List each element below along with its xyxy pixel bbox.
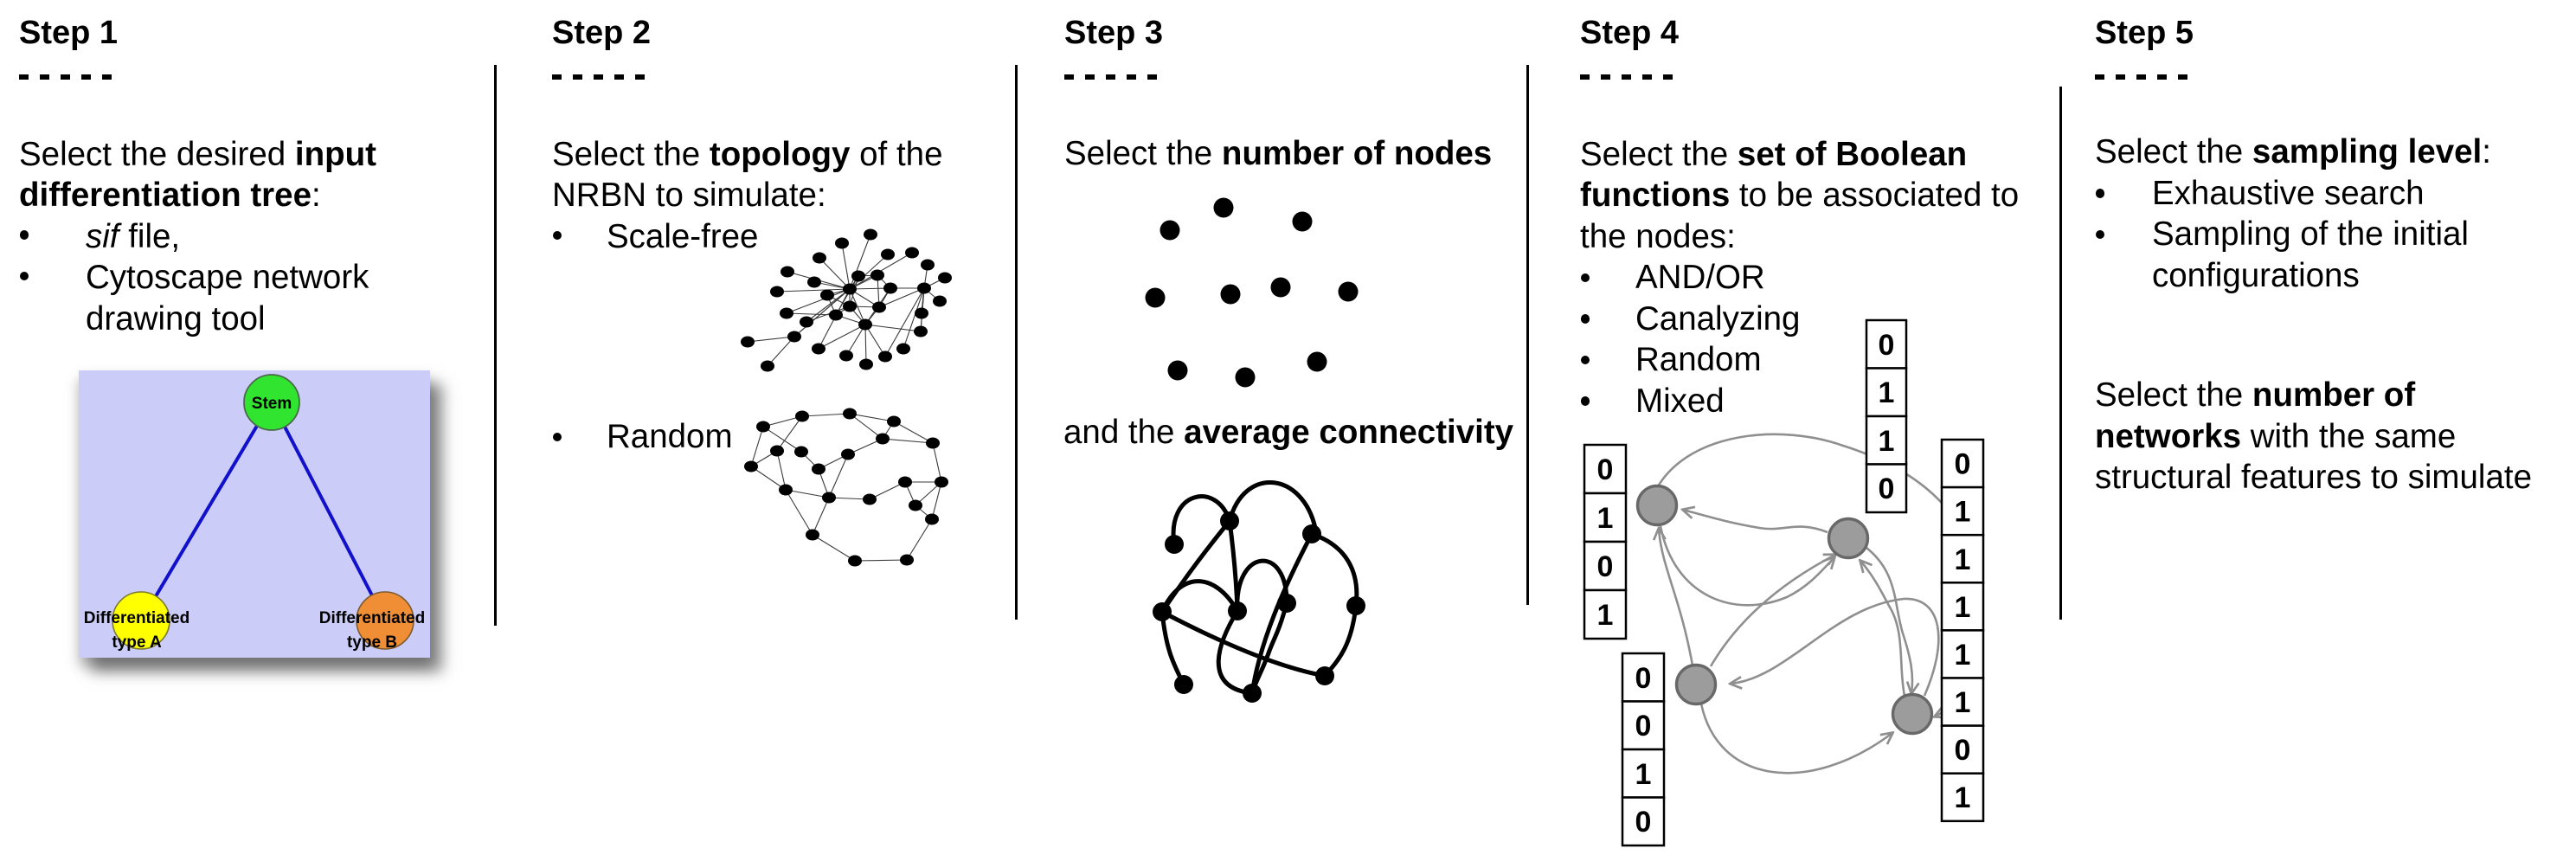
svg-text:1: 1 [1635,758,1652,791]
svg-text:1: 1 [1955,781,1971,814]
svg-text:Differentiated: Differentiated [319,609,425,627]
svg-text:Stem: Stem [252,395,292,413]
svg-text:0: 0 [1597,550,1614,583]
svg-text:0: 0 [1635,806,1652,839]
svg-text:0: 0 [1955,734,1971,767]
svg-text:Differentiated: Differentiated [84,609,190,627]
svg-text:1: 1 [1955,496,1971,529]
svg-text:1: 1 [1955,591,1971,624]
svg-text:1: 1 [1879,425,1895,458]
svg-text:type B: type B [347,633,397,652]
svg-text:0: 0 [1635,662,1652,695]
svg-text:1: 1 [1879,376,1895,409]
svg-text:1: 1 [1955,639,1971,672]
svg-text:0: 0 [1955,448,1971,481]
svg-text:1: 1 [1597,502,1614,535]
svg-text:0: 0 [1879,472,1895,505]
svg-text:1: 1 [1955,543,1971,576]
svg-text:0: 0 [1635,710,1652,742]
svg-text:1: 1 [1597,599,1614,632]
svg-text:type A: type A [112,633,162,652]
svg-text:0: 0 [1597,453,1614,486]
svg-text:0: 0 [1879,329,1895,362]
svg-text:1: 1 [1955,686,1971,719]
